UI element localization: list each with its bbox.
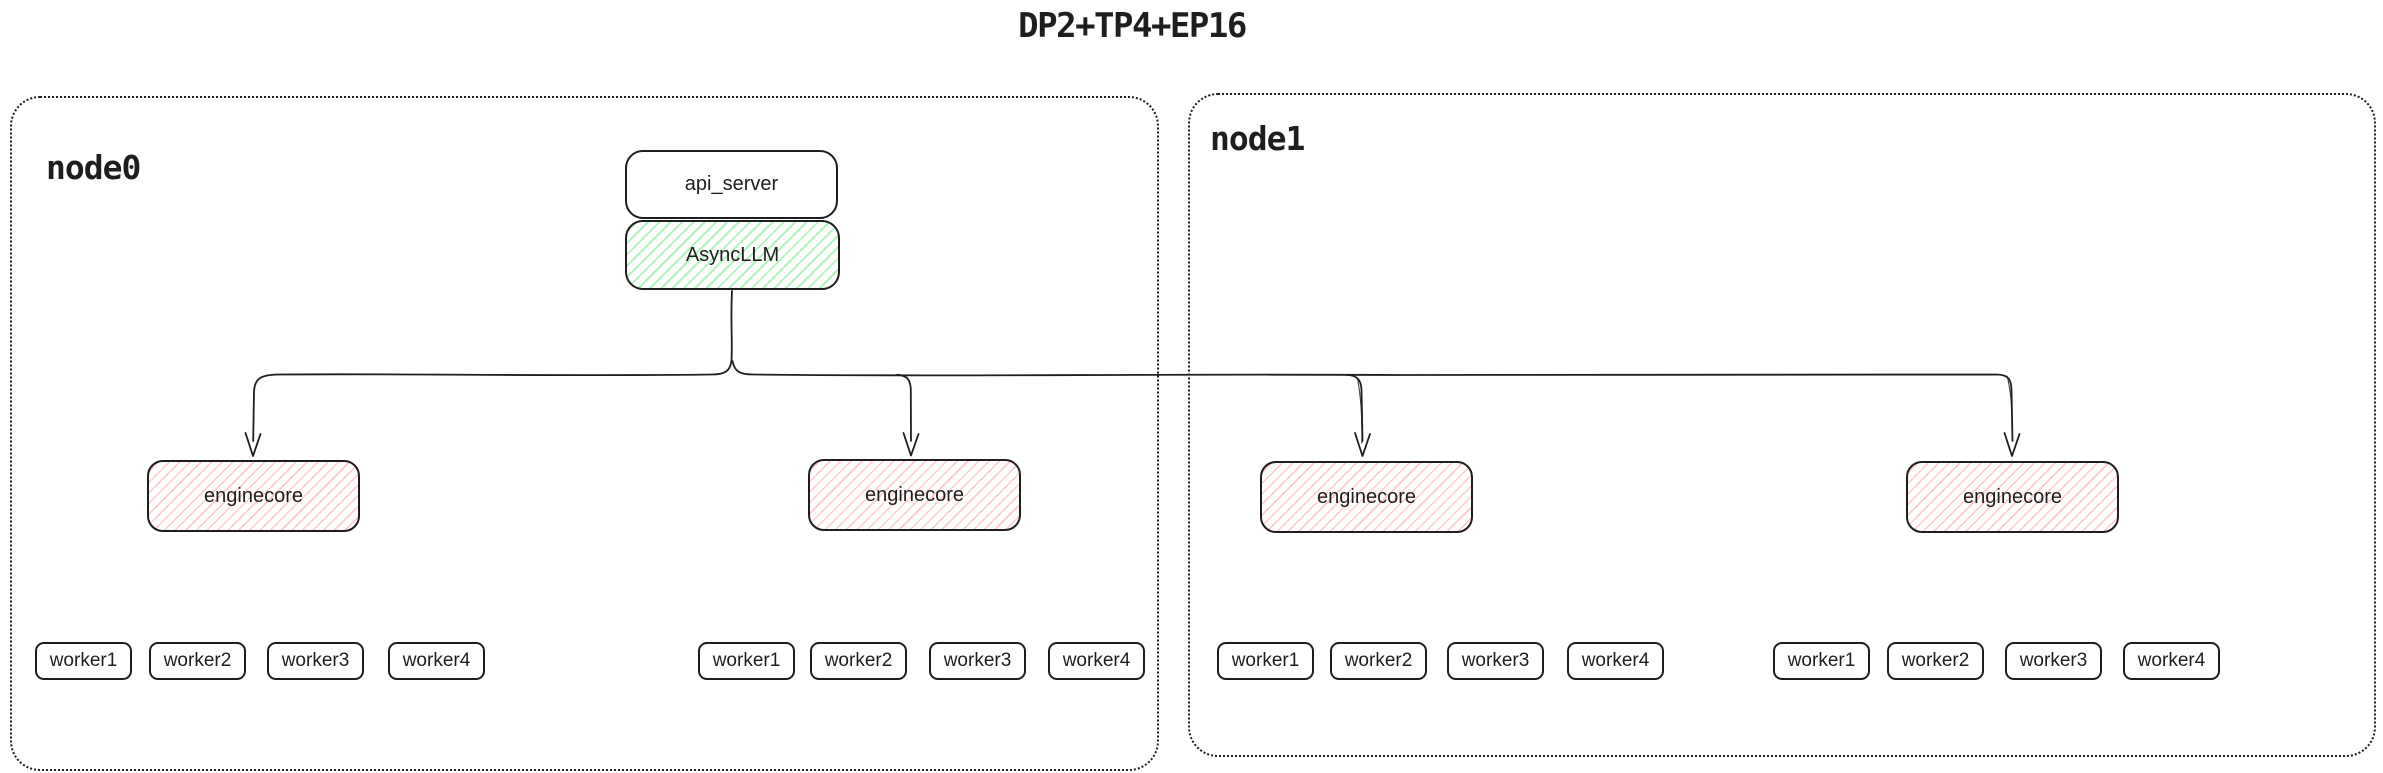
enginecore-box-4: enginecore: [1906, 461, 2119, 533]
api-server-label: api_server: [684, 173, 779, 195]
worker-label: worker2: [824, 650, 893, 671]
worker-box: worker1: [35, 642, 132, 680]
worker-box: worker3: [2005, 642, 2102, 680]
enginecore-label: enginecore: [204, 484, 303, 507]
api-server-box: api_server: [625, 150, 838, 219]
worker-label: worker2: [163, 650, 232, 671]
worker-label: worker4: [2137, 650, 2206, 671]
worker-box: worker1: [1217, 642, 1314, 680]
worker-box: worker4: [1567, 642, 1664, 680]
worker-label: worker1: [1787, 650, 1856, 671]
worker-box: worker2: [149, 642, 246, 680]
diagram-title: DP2+TP4+EP16: [1018, 6, 1247, 46]
worker-box: worker1: [1773, 642, 1870, 680]
worker-label: worker4: [402, 650, 471, 671]
worker-box: worker1: [698, 642, 795, 680]
worker-label: worker3: [281, 650, 350, 671]
asyncllm-label: AsyncLLM: [685, 243, 780, 266]
worker-box: worker3: [1447, 642, 1544, 680]
worker-box: worker4: [388, 642, 485, 680]
worker-label: worker3: [1461, 650, 1530, 671]
enginecore-label: enginecore: [865, 483, 964, 506]
worker-box: worker3: [267, 642, 364, 680]
node1-label: node1: [1210, 119, 1305, 158]
enginecore-box-3: enginecore: [1260, 461, 1473, 533]
worker-label: worker4: [1581, 650, 1650, 671]
worker-box: worker3: [929, 642, 1026, 680]
worker-box: worker4: [2123, 642, 2220, 680]
worker-label: worker1: [49, 650, 118, 671]
node0-label: node0: [46, 148, 141, 187]
enginecore-box-2: enginecore: [808, 459, 1021, 531]
enginecore-label: enginecore: [1963, 485, 2062, 508]
enginecore-box-1: enginecore: [147, 460, 360, 532]
enginecore-label: enginecore: [1317, 485, 1416, 508]
worker-box: worker4: [1048, 642, 1145, 680]
worker-label: worker3: [943, 650, 1012, 671]
asyncllm-box: AsyncLLM: [625, 220, 840, 290]
worker-label: worker3: [2019, 650, 2088, 671]
worker-box: worker2: [1887, 642, 1984, 680]
worker-label: worker1: [712, 650, 781, 671]
worker-box: worker2: [1330, 642, 1427, 680]
worker-label: worker1: [1231, 650, 1300, 671]
worker-box: worker2: [810, 642, 907, 680]
worker-label: worker2: [1901, 650, 1970, 671]
worker-label: worker2: [1344, 650, 1413, 671]
worker-label: worker4: [1062, 650, 1131, 671]
